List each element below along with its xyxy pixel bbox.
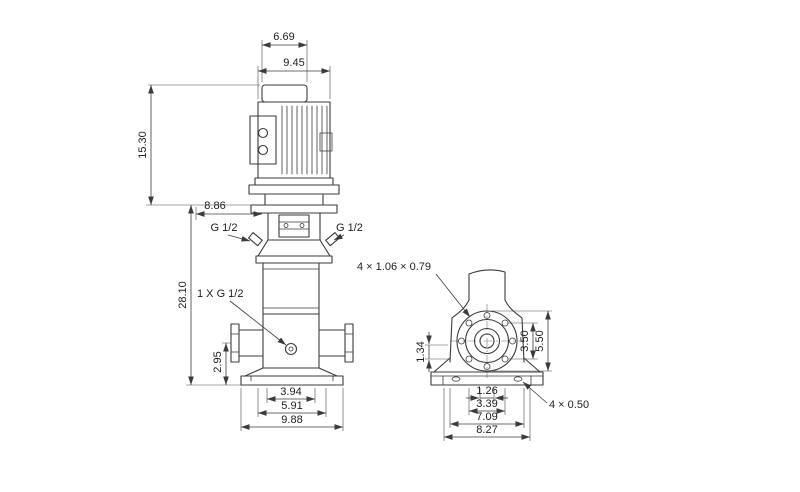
pump-head-plate [255, 255, 333, 264]
leader-port-right [333, 233, 345, 241]
base-foot-flare-side [433, 357, 541, 373]
drain-plug [284, 342, 298, 356]
motor-body [257, 101, 331, 179]
motor-cooling-fins [281, 105, 328, 175]
bolt-hole [483, 312, 491, 319]
pump-head [257, 239, 331, 257]
label-drain-port: 1 X G 1/2 [197, 288, 243, 300]
base-body-outline [449, 299, 525, 363]
front-view [230, 84, 354, 386]
coupling-bolt-right [299, 223, 305, 228]
dim-flange-span: 5.91 [281, 400, 302, 412]
suction-flange-bolts [230, 333, 240, 353]
dim-motor-height: 15.30 [137, 131, 149, 159]
discharge-flange-bolts [344, 333, 354, 353]
chamber-sleeve [262, 262, 320, 315]
bolt-hole [501, 355, 509, 363]
extension-lines-front [146, 40, 344, 431]
flange-outer-circle [456, 310, 518, 372]
base-plate-hole-marks [250, 375, 334, 382]
port-counterbore [473, 327, 501, 355]
vent-port-left [248, 232, 263, 247]
extension-lines-base [425, 310, 552, 441]
foot-hole-left [451, 376, 461, 382]
dim-flange-od: 5.50 [534, 330, 546, 351]
sleeve-section [468, 269, 506, 301]
bolt-hole [465, 355, 473, 363]
note-flange-holes: 4 × 1.06 × 0.79 [357, 261, 431, 273]
dim-pump-height: 28.10 [177, 281, 189, 309]
bolt-hole [458, 337, 465, 345]
leader-flange-holes [435, 273, 471, 318]
dim-motor-cap-width: 6.69 [273, 31, 294, 43]
motor-flange-lower [248, 184, 340, 195]
flange-centerlines [450, 304, 524, 378]
front-view-dimensions: 6.69 9.45 15.30 28.10 8.86 G 1/2 G 1/2 1… [137, 31, 363, 431]
dim-base-width: 9.88 [281, 414, 302, 426]
stool-plate [250, 204, 338, 214]
coupling-bolt-left [283, 223, 289, 228]
dim-overall-depth: 8.27 [476, 424, 497, 436]
dim-port-face-span: 3.94 [280, 386, 301, 398]
cable-entry-hole-1 [257, 127, 269, 139]
base-plate-side [430, 371, 544, 386]
dim-drain-height: 2.95 [212, 351, 224, 372]
port-bore [479, 333, 495, 349]
bolt-hole [483, 363, 491, 370]
drain-plug-center [288, 346, 294, 352]
pump-base-body [262, 313, 320, 369]
motor-nameplate [319, 132, 333, 152]
dim-base-depth: 7.09 [476, 411, 497, 423]
label-port-left: G 1/2 [211, 222, 238, 234]
cable-entry-hole-2 [257, 144, 269, 156]
discharge-neck [318, 329, 346, 357]
label-port-right: G 1/2 [336, 222, 363, 234]
discharge-flange [344, 323, 354, 363]
dim-bolt-circle: 3.50 [519, 330, 531, 351]
coupling-guard [267, 212, 321, 241]
dim-head-offset: 8.86 [204, 200, 225, 212]
motor-flange-upper [254, 177, 334, 186]
vent-port-right [325, 232, 340, 247]
dim-motor-width: 9.45 [283, 57, 304, 69]
base-foot-flare [244, 367, 338, 377]
base-plate [240, 375, 344, 386]
suction-flange [230, 323, 240, 363]
coupling [278, 214, 310, 238]
motor-fan-cover [261, 84, 308, 103]
leader-port-left [227, 234, 251, 242]
bolt-hole [501, 319, 509, 327]
flange-raised-face [464, 318, 510, 364]
dim-bore: 1.26 [476, 385, 497, 397]
bolt-hole [465, 319, 473, 327]
leader-drain-port [229, 300, 287, 346]
coupling-split-lines [278, 221, 310, 230]
foot-hole-right [513, 376, 523, 382]
bolt-hole [509, 337, 516, 345]
sleeve-band-lines [262, 268, 320, 309]
suction-neck [238, 329, 264, 357]
note-foot-holes: 4 × 0.50 [549, 399, 589, 411]
dim-sleeve-od: 3.39 [476, 398, 497, 410]
motor-terminal-box [249, 115, 277, 165]
dim-base-height: 1.34 [415, 341, 427, 362]
base-view-dimensions: 4 × 1.06 × 0.79 1.34 3.50 5.50 1.26 3.39… [357, 261, 589, 441]
motor-stool [264, 193, 324, 206]
base-view [430, 269, 544, 386]
leader-foot-holes [522, 381, 548, 404]
